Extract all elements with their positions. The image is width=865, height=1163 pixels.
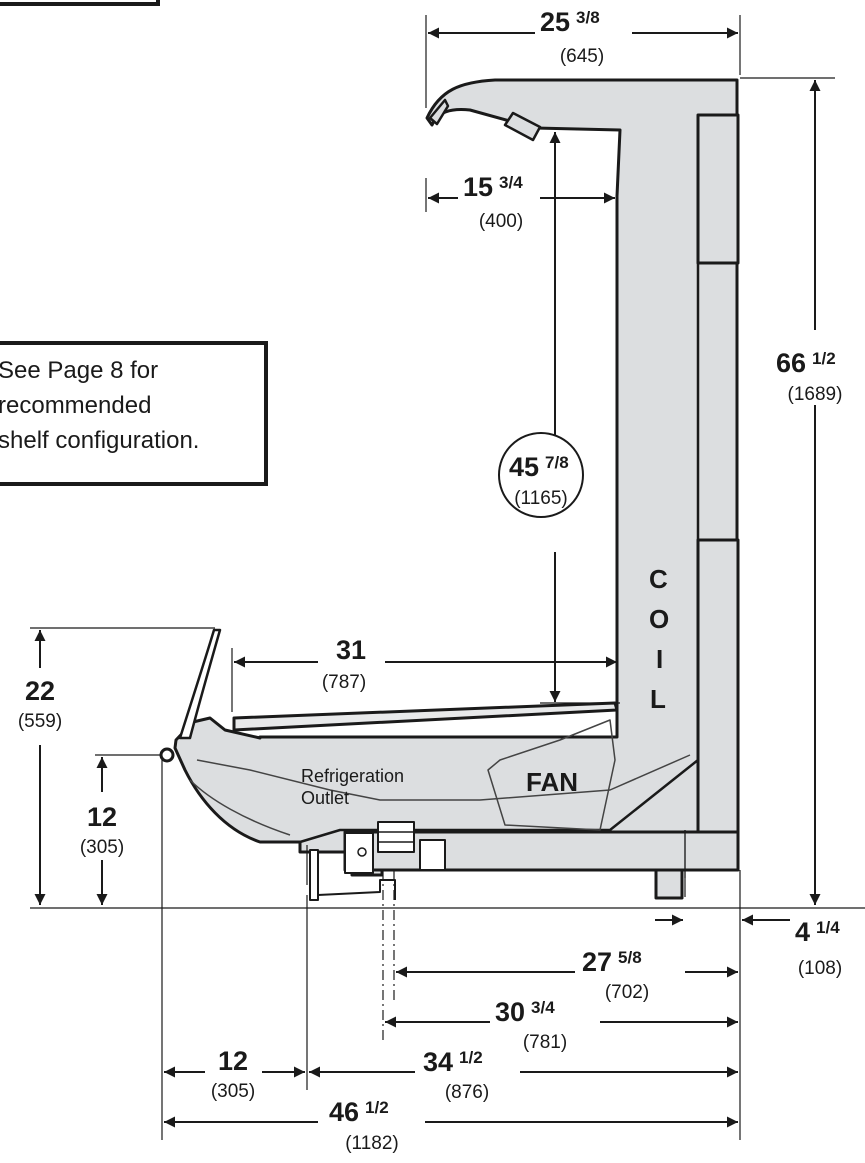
dim-canopy-depth-metric: (400) [479, 211, 523, 232]
dim-overall-height-metric: (1689) [788, 384, 843, 405]
fan-label: FAN [526, 767, 578, 797]
canopy-light-rear [503, 111, 542, 142]
dim-rear-offset-metric: (108) [798, 958, 842, 979]
dim-deck-depth-metric: (787) [322, 672, 366, 693]
corner-box [0, 0, 160, 6]
dim-base-depth-metric: (876) [445, 1082, 489, 1103]
valve [419, 839, 446, 871]
front-glass [178, 628, 222, 740]
shelf-clearance-callout-circle [498, 432, 584, 518]
note-line-2: recommended [0, 392, 151, 419]
case-body [159, 78, 740, 901]
deck-shelf [232, 701, 619, 732]
dim-front-height: 22 [25, 676, 55, 706]
dim-top-width-metric: (645) [560, 46, 604, 67]
note-line-3: shelf configuration. [0, 427, 199, 454]
note-box [0, 341, 268, 486]
dim-overall-depth-metric: (1182) [345, 1133, 399, 1154]
outlet-label-line-1: Refrigeration [301, 766, 404, 786]
rear-panel-lower [696, 538, 740, 834]
rear-foot [654, 868, 684, 900]
coil-letter-c: C [649, 564, 668, 594]
coil-letter-l: L [650, 684, 666, 714]
dim-bumper-height-metric: (305) [80, 837, 124, 858]
note-line-1: See Page 8 for [0, 357, 158, 384]
drain-fitting [377, 821, 415, 853]
basin-line-2 [189, 779, 291, 836]
front-leg [309, 849, 319, 901]
front-bracket [317, 879, 396, 900]
dim-bumper-height: 12 [87, 802, 117, 832]
dim-outlet-to-rear-metric: (781) [523, 1032, 567, 1053]
dim-deck-depth: 31 [336, 635, 366, 665]
mount-hole [357, 847, 367, 857]
coil-letter-i: I [656, 644, 663, 674]
dimension-lines [34, 27, 821, 1128]
bumper-knob [159, 747, 175, 763]
dim-shelf-clearance-metric: (1165) [514, 488, 568, 509]
canopy-light-front [428, 98, 450, 126]
fan-housing [487, 719, 616, 831]
dim-front-height-metric: (559) [18, 711, 62, 732]
coil-letter-o: O [649, 604, 669, 634]
outlet-label-line-2: Outlet [301, 788, 349, 808]
dim-drain-to-rear-metric: (702) [605, 982, 649, 1003]
dim-front-overhang: 12 [218, 1046, 248, 1076]
case-outline [173, 78, 739, 877]
basin-line [196, 754, 691, 801]
plenum-line [299, 262, 700, 844]
extension-lines [30, 15, 865, 1140]
dim-front-overhang-metric: (305) [211, 1081, 255, 1102]
rear-panel-upper [696, 113, 740, 265]
